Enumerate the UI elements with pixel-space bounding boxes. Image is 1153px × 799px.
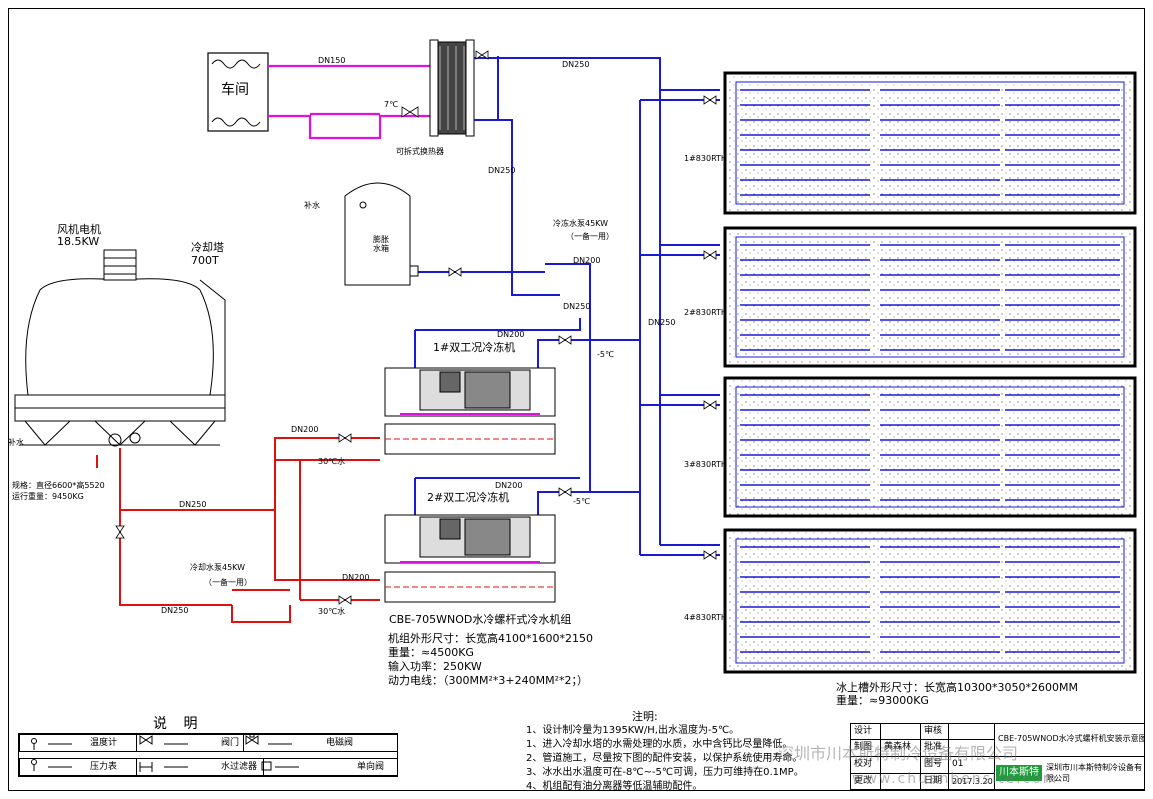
ice-tank-4 [723, 528, 1137, 674]
tb-company-cell [995, 757, 1145, 790]
watermark-company: 深圳市川本斯特制冷设备有限公司 [778, 744, 1019, 763]
unit-power-label: 输入功率：250KW [388, 660, 482, 673]
tower-makeup-label: 补水 [8, 438, 24, 447]
tower-weight-label: 运行重量：9450KG [12, 492, 84, 501]
cooling-tower-cap-label: 700T [191, 254, 219, 267]
notes-title: 注明: [632, 710, 658, 723]
water30-b-label: 30℃水 [318, 607, 346, 616]
dn250-left-label: DN250 [488, 166, 516, 175]
expansion-tank [344, 182, 419, 286]
unit-weight-label: 重量：≈4500KG [388, 646, 474, 659]
note-line-5: 4、机组配有油分离器等低温辅助配件。 [526, 781, 703, 792]
tb-design: 设计 [851, 724, 881, 740]
note-line-2: 1、进入冷却水塔的水需处理的水质，水中含钙比尽量降低。 [526, 739, 793, 750]
tb-drawing-no-val: 01 [949, 757, 995, 774]
tb-review: 审核 [921, 724, 949, 740]
note-line-3: 2、管道施工，尽量按下图的配件安装，以保护系统使用寿命。 [526, 753, 803, 764]
chiller-1 [384, 367, 556, 455]
legend-item-solenoid: 电磁阀 [243, 734, 398, 752]
tb-company: 深圳市川本斯特制冷设备有限公司 [1046, 763, 1142, 783]
tank-weight-label: 重量：≈93000KG [836, 694, 929, 707]
dn200-c-label: DN200 [497, 330, 525, 339]
minus5-a-label: -5℃ [597, 350, 614, 359]
title-block: 设计 审核 CBE-705WNOD水冷式螺杆机安装示意图 制图 黄森林 批准 校… [850, 723, 1145, 790]
cooling-tower [14, 249, 226, 447]
legend-title: 说 明 [153, 716, 204, 732]
valve-markers [115, 50, 717, 605]
company-logo: 川本斯特 [996, 765, 1042, 781]
tb-review-val [949, 724, 995, 740]
tank-3-label: 3#830RTH [684, 460, 727, 469]
chilled-pump-label: 冷冻水泵45KW [553, 219, 609, 228]
tb-drawn-name: 黄森林 [881, 740, 921, 757]
legend-item-valve: 阀门 [136, 734, 244, 752]
tb-approve: 批准 [921, 740, 949, 757]
chilled-pump-spare: （一备一用） [566, 232, 614, 241]
tb-revise: 更改 [851, 774, 881, 790]
fan-power-label: 18.5KW [57, 235, 100, 248]
tb-approve-val [949, 740, 995, 757]
tb-date-val: 2017.3.20 [949, 774, 995, 790]
tank-4-label: 4#830RTH [684, 613, 727, 622]
tb-revise-val [881, 774, 921, 790]
tb-check-val [881, 757, 921, 774]
dn200-d-label: DN200 [495, 481, 523, 490]
chiller-1-label: 1#双工况冷冻机 [433, 341, 516, 354]
unit-size-label: 机组外形尺寸：长宽高4100*1600*2150 [388, 632, 593, 645]
workshop-box [207, 52, 269, 132]
chiller-2 [384, 514, 556, 603]
dn200-f-label: DN200 [342, 573, 370, 582]
tb-title: CBE-705WNOD水冷式螺杆机安装示意图 [995, 724, 1145, 757]
note-line-1: 1、设计制冷量为1395KW/H,出水温度为-5℃。 [526, 725, 740, 736]
tb-drawing-no: 图号 [921, 757, 949, 774]
minus5-b-label: -5℃ [573, 497, 590, 506]
heat-exchanger [429, 39, 475, 137]
dn250-b-label: DN250 [563, 302, 591, 311]
dn200-red-label: DN200 [291, 425, 319, 434]
cooling-pump-spare: （一备一用） [204, 578, 252, 587]
legend-item-check-valve: 单向阀 [263, 758, 398, 776]
tb-drawn: 制图 [851, 740, 881, 757]
tank-1-label: 1#830RTH [684, 154, 727, 163]
dn200-a-label: DN200 [573, 256, 601, 265]
tb-date: 日期 [921, 774, 949, 790]
workshop-label: 车间 [221, 82, 249, 98]
hx-temp-label: 7℃ [384, 100, 399, 109]
dn250-top-label: DN250 [562, 60, 590, 69]
water30-a-label: 30℃水 [318, 457, 346, 466]
unit-cable-label: 动力电线：（300MM²*3+240MM²*2；） [388, 674, 588, 687]
legend-item-thermometer: 温度计 [19, 734, 137, 752]
legend-item-pressure: 压力表 [19, 758, 137, 776]
makeup-label: 补水 [304, 201, 320, 210]
ice-tank-3 [723, 376, 1137, 518]
unit-model-label: CBE-705WNOD水冷螺杆式冷水机组 [389, 613, 572, 626]
tank-2-label: 2#830RTH [684, 308, 727, 317]
ice-tank-2 [723, 226, 1137, 368]
tower-spec-label: 规格：直径6600*高5520 [12, 481, 105, 490]
note-line-4: 3、冰水出水温度可在-8℃~-5℃可调，压力可维持在0.1MP。 [526, 767, 804, 778]
legend-item-filter: 水过滤器 [136, 758, 264, 776]
ice-tank-1 [723, 71, 1137, 215]
cooling-pump-label: 冷却水泵45KW [190, 563, 246, 572]
dn250-main-label: DN250 [648, 318, 676, 327]
watermark-url: www.chuanbensite.com [852, 771, 1059, 787]
tb-design-val [881, 724, 921, 740]
fan-motor-label: 风机电机 [57, 223, 101, 236]
drawing-frame [8, 8, 1145, 791]
expansion-tank-label: 膨胀 水箱 [373, 235, 389, 253]
hx-label: 可拆式换热器 [396, 147, 444, 156]
dn150-label: DN150 [318, 56, 346, 65]
dn250-red-label: DN250 [179, 500, 207, 509]
tb-check: 校对 [851, 757, 881, 774]
dn250-e-label: DN250 [161, 606, 189, 615]
magenta-loop [268, 64, 430, 140]
legend-box: 温度计 阀门 电磁阀 压力表 水过滤器 单向阀 [18, 733, 398, 777]
tank-size-label: 冰上槽外形尺寸：长宽高10300*3050*2600MM [836, 681, 1078, 694]
cooling-tower-label: 冷却塔 [191, 241, 224, 254]
chiller-2-label: 2#双工况冷冻机 [427, 491, 510, 504]
